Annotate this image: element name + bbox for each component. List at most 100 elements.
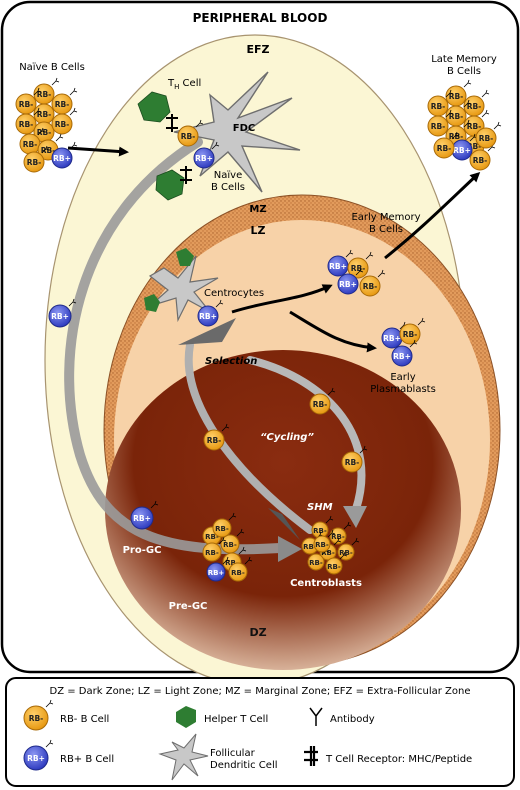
late-memory-cell-10: RB- (475, 121, 502, 149)
cycling-cell-2: RB- (309, 387, 336, 415)
naive-b-cells-mid-label-2: B Cells (211, 182, 245, 193)
centrocyte-cell: RB+ (197, 299, 224, 327)
early-memory-cell-1: RB+ (327, 249, 354, 277)
legend-tcr-icon (304, 746, 318, 766)
svg-text:RB-: RB- (431, 122, 446, 131)
early-plasmablasts-label-2: Plasmablasts (370, 384, 436, 395)
svg-text:RB-: RB- (215, 525, 229, 533)
zone-lz-label: LZ (251, 224, 266, 237)
svg-text:RB-: RB- (309, 559, 323, 567)
svg-text:RB-: RB- (363, 282, 378, 291)
svg-text:RB-: RB- (231, 569, 245, 577)
efz-rbplus-cell: RB+ (48, 298, 77, 328)
fdc-label: FDC (233, 123, 255, 134)
svg-text:RB-: RB- (449, 132, 464, 141)
legend-rb-plus-label: RB+ B Cell (60, 754, 114, 765)
centroblast-cell-7: RB- (313, 529, 336, 553)
svg-text:RB-: RB- (181, 132, 196, 141)
cycling-arrow-down-head (343, 506, 367, 528)
zone-dz-label: DZ (249, 626, 266, 639)
th-cell-label: TH Cell (167, 78, 201, 91)
late-memory-label: Late Memory (431, 54, 497, 65)
svg-text:RB-: RB- (479, 134, 494, 143)
svg-text:RB-: RB- (55, 100, 70, 109)
selection-arrow-head (178, 318, 236, 345)
to-late-memory-arrow (384, 171, 481, 260)
early-memory-cell-3: RB+ (337, 267, 364, 295)
svg-text:RB-: RB- (313, 400, 328, 409)
early-plasmablasts-label: Early (390, 372, 415, 383)
svg-text:RB-: RB- (321, 549, 335, 557)
late-memory-label-2: B Cells (447, 66, 481, 77)
svg-text:RB-: RB- (449, 112, 464, 121)
legend-rb-minus-label: RB- B Cell (60, 714, 109, 725)
svg-text:RB+: RB+ (195, 154, 213, 163)
svg-text:RB-: RB- (467, 142, 482, 151)
cycling-label: “Cycling” (260, 432, 314, 443)
svg-text:RB+: RB+ (453, 146, 471, 155)
tcr-symbol-top (166, 114, 178, 132)
svg-text:RB+: RB+ (27, 754, 45, 763)
svg-text:RB-: RB- (327, 563, 341, 571)
cycling-cell-3: RB- (341, 445, 368, 473)
legend-cells: RB- RB+ (23, 699, 54, 771)
pre-gc-cell-5: RB- (228, 556, 253, 582)
helper-t-cell-lz2 (144, 294, 160, 312)
svg-text:RB-: RB- (55, 120, 70, 129)
title-peripheral-blood: PERIPHERAL BLOOD (193, 11, 328, 25)
helper-t-cell-bottom (155, 169, 185, 201)
svg-text:RB-: RB- (37, 110, 52, 119)
svg-text:RB-: RB- (449, 92, 464, 101)
naive-b-cell-9: RB+ (51, 141, 78, 169)
svg-text:RB-: RB- (351, 264, 366, 273)
legend-helper-t-label: Helper T Cell (204, 714, 268, 725)
legend-helper-t-icon (176, 706, 196, 728)
plasmablast-cell-3: RB+ (391, 339, 418, 367)
pre-gc-cell-2: RB- (202, 536, 227, 562)
cycling-cell-1: RB- (203, 423, 230, 451)
centroblast-cell-4: RB- (337, 537, 360, 561)
legend-antibody-label: Antibody (330, 714, 375, 725)
shm-arrow-head (268, 508, 300, 540)
centroblast-cell-6: RB- (325, 551, 348, 575)
svg-text:RB+: RB+ (208, 569, 225, 577)
late-memory-cell-11: RB- (433, 131, 460, 159)
svg-text:RB-: RB- (345, 458, 360, 467)
fdc-naive-b-rbplus: RB+ (193, 141, 220, 169)
fdc-naive-b-rbminus: RB- (177, 119, 204, 147)
svg-text:RB-: RB- (303, 543, 317, 551)
tcr-symbol-bottom (180, 166, 192, 184)
pro-gc-cell: RB+ (130, 500, 159, 530)
early-memory-label: Early Memory (351, 212, 420, 223)
naive-b-cells-mid-label: Naïve (214, 170, 242, 181)
pre-gc-label: Pre-GC (169, 601, 208, 612)
pre-gc-cell-4: RB+ (206, 556, 231, 582)
svg-text:RB-: RB- (19, 100, 34, 109)
legend-abbreviations: DZ = Dark Zone; LZ = Light Zone; MZ = Ma… (50, 686, 471, 697)
svg-text:RB-: RB- (339, 549, 353, 557)
svg-text:RB-: RB- (467, 102, 482, 111)
late-memory-cell-5: RB- (427, 109, 454, 137)
plasmablast-cell-2: RB- (399, 317, 426, 345)
legend-antibody-icon (309, 707, 323, 726)
svg-text:RB-: RB- (207, 436, 222, 445)
legend-fdc-icon (158, 733, 209, 781)
late-memory-cell-9: RB- (469, 143, 496, 171)
svg-text:RB+: RB+ (383, 334, 401, 343)
legend-rb-minus-icon: RB- (23, 699, 54, 731)
svg-text:RB-: RB- (431, 102, 446, 111)
svg-text:RB-: RB- (205, 533, 219, 541)
svg-text:RB-: RB- (29, 714, 44, 723)
naive-b-cells-label: Naïve B Cells (19, 62, 85, 73)
svg-text:RB-: RB- (225, 559, 239, 567)
fdc-cell-lz (148, 255, 219, 323)
naive-b-cell-3: RB- (51, 87, 78, 115)
zone-mz-label: MZ (249, 204, 266, 215)
to-early-memory-arrow (231, 284, 333, 314)
svg-text:RB-: RB- (331, 533, 345, 541)
centroblast-cell-1: RB- (329, 521, 352, 545)
svg-text:RB+: RB+ (133, 514, 151, 523)
svg-text:RB-: RB- (205, 549, 219, 557)
to-plasmablast-arrow (289, 310, 377, 353)
legend-fdc-label-1: Follicular (210, 748, 256, 759)
